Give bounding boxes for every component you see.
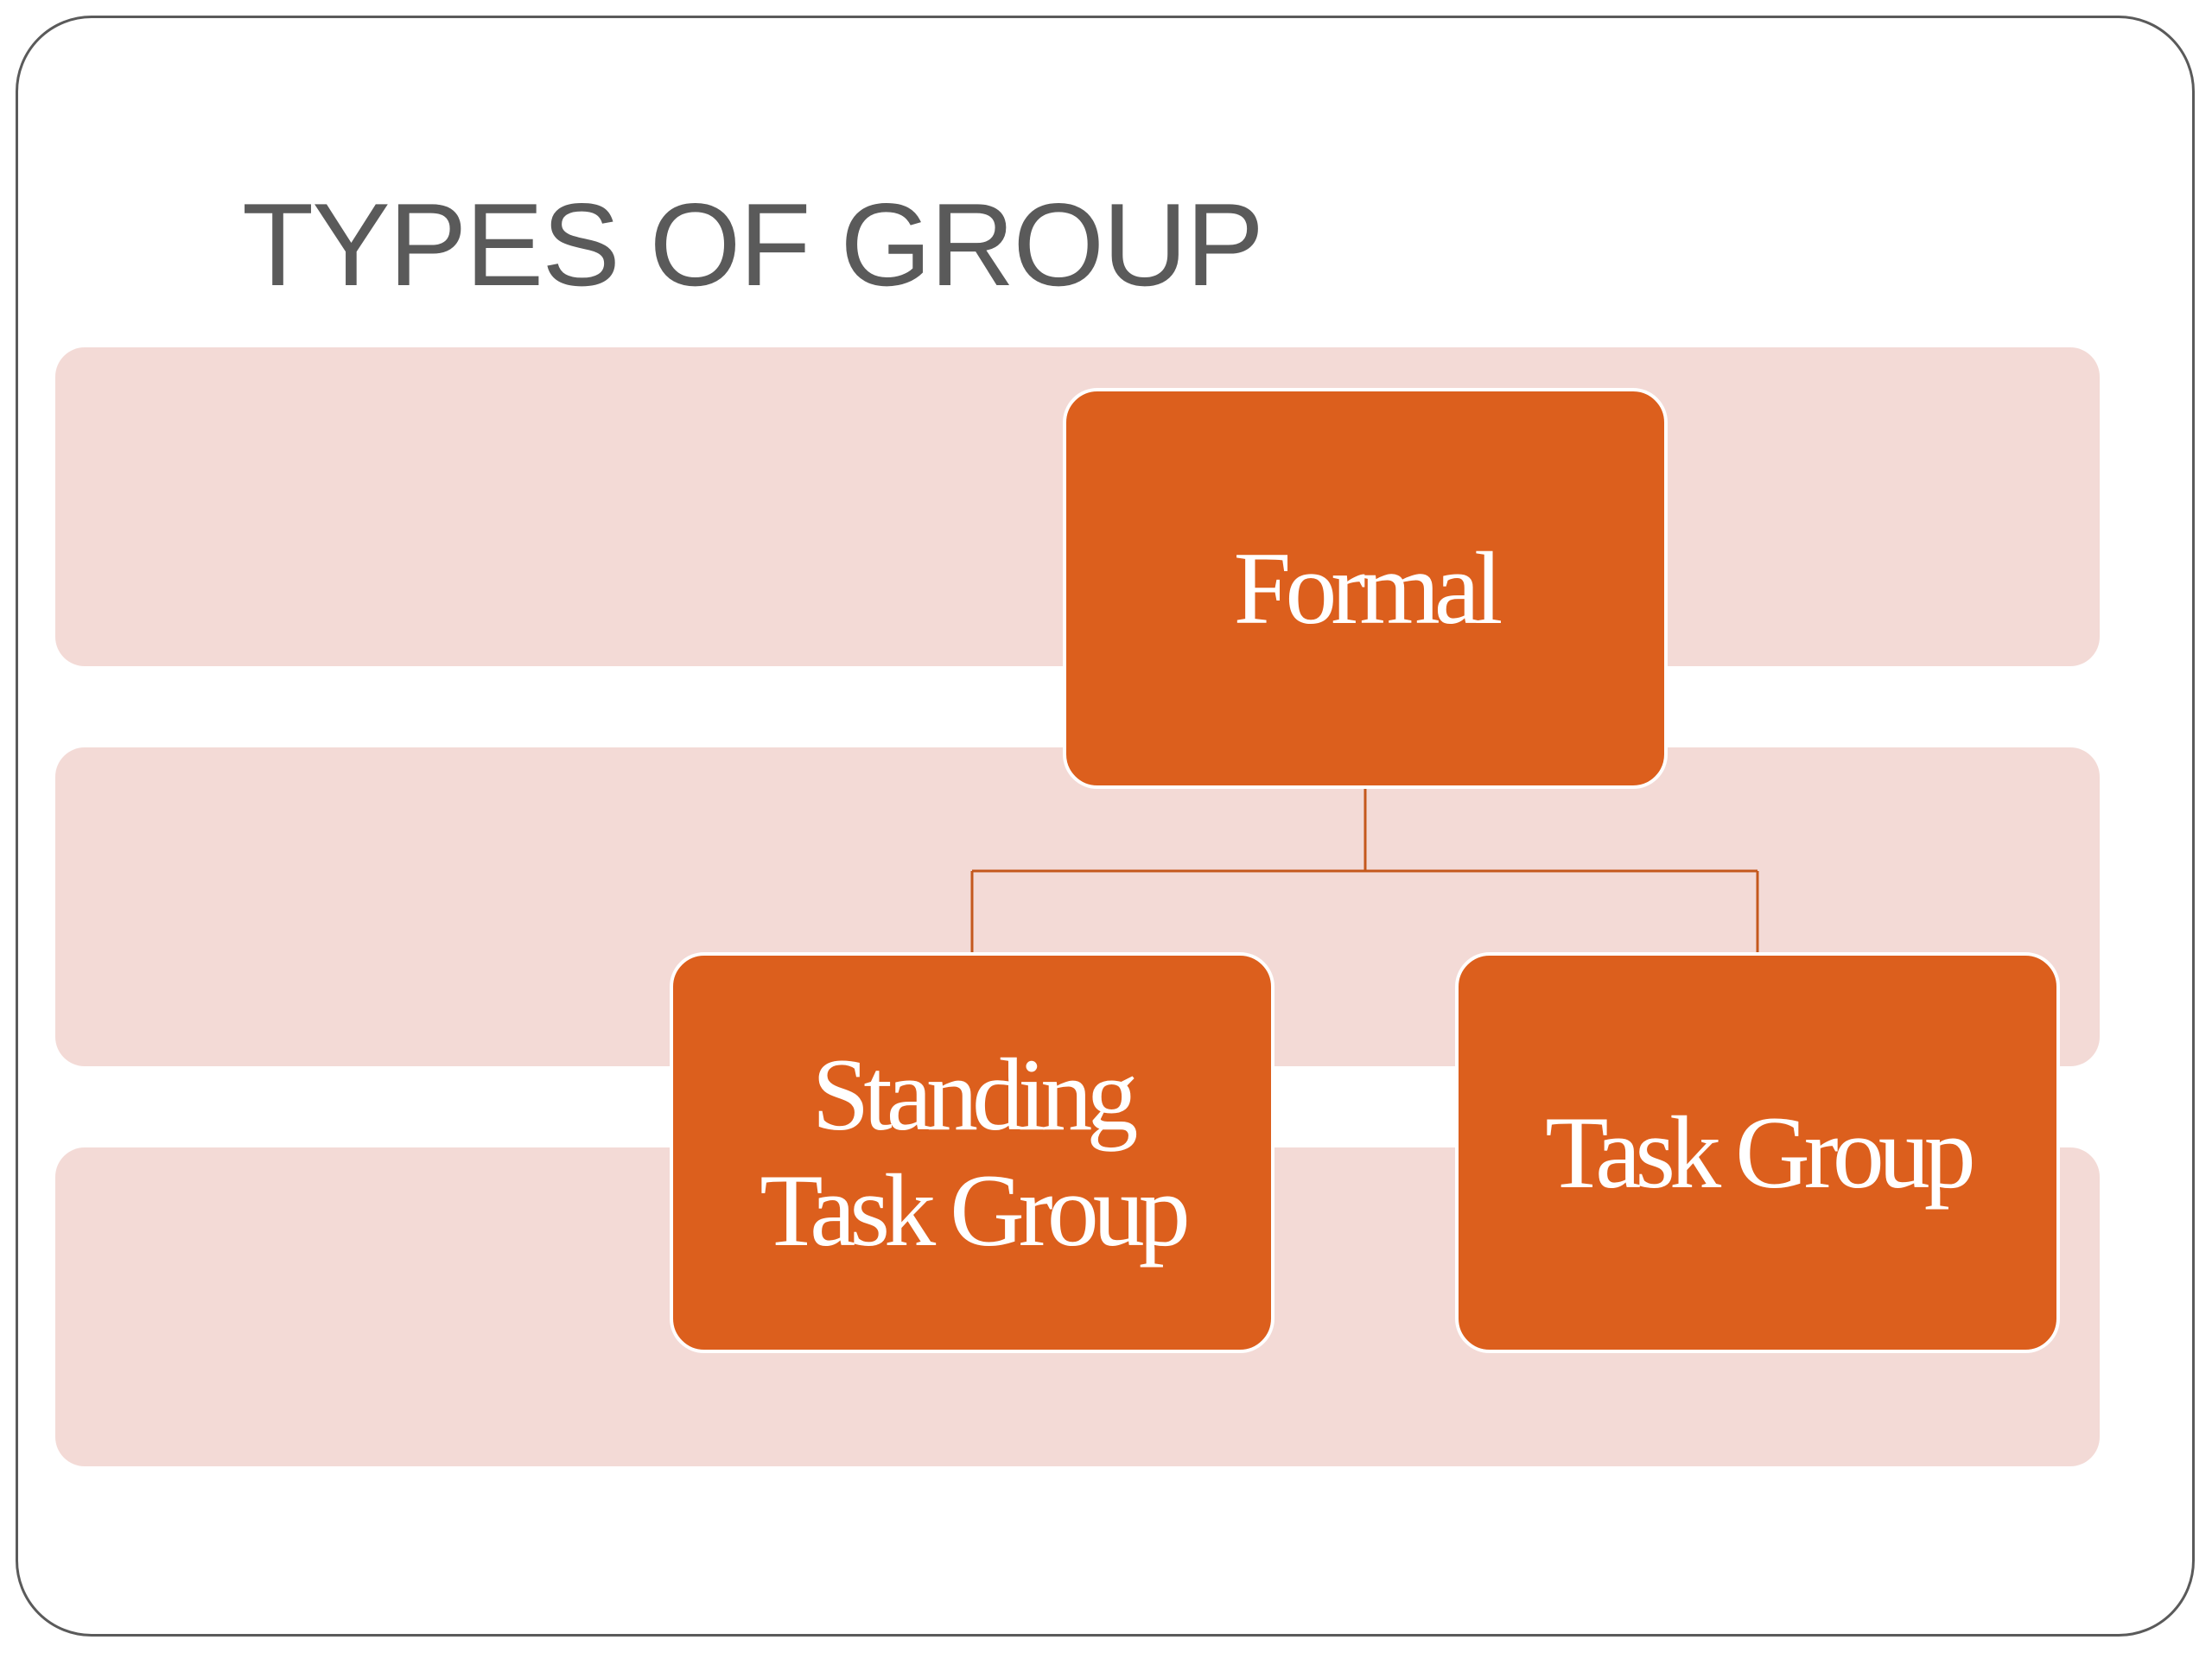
node-task-group-label: Task Group [1545,1094,1976,1210]
node-standing-task-group-label: Standing Task Group [760,1036,1191,1268]
node-task-group: Task Group [1455,952,2060,1353]
slide-title: TYPES OF GROUP [242,179,1264,310]
node-standing-task-group: Standing Task Group [670,952,1274,1353]
node-formal-label: Formal [1233,530,1503,645]
node-formal: Formal [1063,388,1668,789]
